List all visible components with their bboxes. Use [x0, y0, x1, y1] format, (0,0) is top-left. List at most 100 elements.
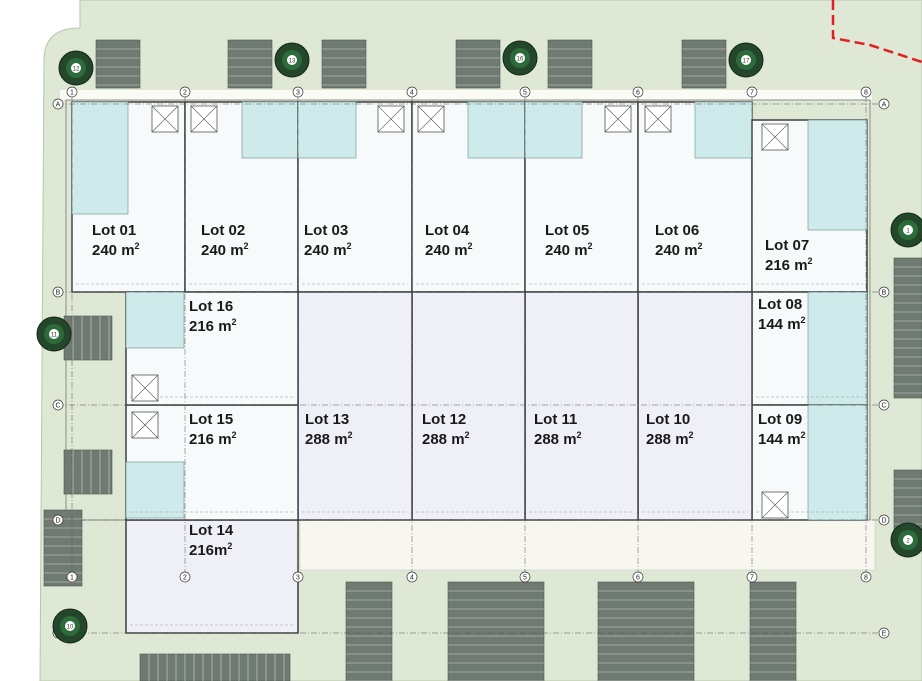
parking-bay-group-4 — [455, 39, 501, 89]
lot-04[interactable] — [411, 101, 526, 293]
lot-04-office-zone — [467, 101, 526, 159]
lot-11[interactable] — [524, 291, 639, 521]
lot-05[interactable] — [524, 101, 639, 293]
grid-axis-8: 88 — [860, 86, 872, 583]
svg-text:2: 2 — [906, 539, 910, 545]
svg-text:4: 4 — [410, 575, 414, 582]
lot-03[interactable] — [297, 101, 413, 293]
lot-01-area: 240 m2 — [92, 241, 140, 259]
lot-06[interactable] — [637, 101, 753, 293]
lot-labels: Lot 01 240 m2 Lot 02 240 m2 Lot 03 240 m2 Lot … — [92, 222, 813, 559]
lot-07-office-zone — [807, 119, 868, 231]
grid-axis-6: 66 — [632, 86, 644, 583]
tree-12: 12 — [58, 50, 94, 86]
lot-11-name: Lot 11 — [534, 411, 577, 428]
lot-13[interactable] — [297, 291, 413, 521]
lot-12-name: Lot 12 — [422, 411, 466, 428]
lot-01-name: Lot 01 — [92, 222, 136, 239]
lot-05-office-zone — [524, 101, 583, 159]
lot-01-office-zone — [71, 101, 129, 215]
tree-16: 16 — [502, 40, 538, 76]
svg-text:C: C — [55, 403, 60, 410]
svg-text:E: E — [882, 631, 887, 638]
parking-bay-group-11 — [447, 581, 545, 681]
lift-shaft-6 — [644, 105, 672, 133]
grid-axis-7: 77 — [746, 86, 758, 583]
lot-09-area: 144 m2 — [758, 430, 806, 448]
svg-text:12: 12 — [73, 67, 80, 73]
lot-02-name: Lot 02 — [201, 222, 245, 239]
svg-text:B: B — [56, 290, 61, 297]
tree-1: 1 — [890, 212, 922, 248]
lot-16-name: Lot 16 — [189, 298, 233, 315]
lift-shaft-7 — [761, 123, 789, 151]
lots-layer — [71, 101, 868, 634]
lot-08-name: Lot 08 — [758, 296, 802, 313]
lift-shaft-2 — [190, 105, 218, 133]
parking-bay-group-1 — [95, 39, 141, 89]
lot-10[interactable] — [637, 291, 753, 521]
lot-10-outline — [637, 291, 753, 521]
lot-10-name: Lot 10 — [646, 411, 690, 428]
lot-15-office-zone — [125, 461, 185, 519]
tree-2: 2 — [890, 522, 922, 558]
svg-text:1: 1 — [906, 229, 910, 235]
lot-01[interactable] — [71, 101, 186, 293]
lot-10-area: 288 m2 — [646, 430, 694, 448]
svg-text:13: 13 — [289, 59, 296, 65]
parking-bay-group-16 — [893, 469, 922, 531]
svg-text:D: D — [55, 518, 60, 525]
lot-14-outline — [125, 519, 299, 634]
grid-axis-4: 44 — [406, 86, 418, 583]
parking-bay-group-5 — [547, 39, 593, 89]
access-road — [60, 90, 872, 100]
svg-text:8: 8 — [864, 575, 868, 582]
parking-bay-group-3 — [321, 39, 367, 89]
lot-14[interactable] — [125, 519, 299, 634]
svg-text:1: 1 — [70, 575, 74, 582]
lot-06-name: Lot 06 — [655, 222, 699, 239]
lot-16-office-zone — [125, 291, 185, 349]
svg-text:B: B — [882, 290, 887, 297]
lot-12-area: 288 m2 — [422, 430, 470, 448]
lot-05-area: 240 m2 — [545, 241, 593, 259]
parking-bay-group-13 — [749, 581, 797, 681]
lot-08-office-zone — [807, 291, 868, 406]
svg-text:8: 8 — [864, 90, 868, 97]
lot-07-area: 216 m2 — [765, 256, 813, 274]
lift-shaft-4 — [417, 105, 445, 133]
parking-bay-group-7 — [63, 315, 113, 361]
svg-text:A: A — [882, 102, 887, 109]
lot-14-area: 216m2 — [189, 541, 232, 559]
lot-13-outline — [297, 291, 413, 521]
svg-text:A: A — [56, 102, 61, 109]
lot-07-name: Lot 07 — [765, 237, 809, 254]
tree-17: 17 — [728, 42, 764, 78]
grid-axes: 1122334455667788AABBCCDDEE — [52, 86, 890, 639]
lot-08[interactable] — [751, 291, 868, 406]
lot-14-name: Lot 14 — [189, 522, 234, 539]
lot-04-area: 240 m2 — [425, 241, 473, 259]
lift-shaft-3 — [377, 105, 405, 133]
parking-bay-group-15 — [893, 257, 922, 399]
lot-12[interactable] — [411, 291, 526, 521]
svg-text:7: 7 — [750, 575, 754, 582]
lot-09-office-zone — [807, 404, 868, 521]
lot-12-outline — [411, 291, 526, 521]
svg-text:3: 3 — [296, 575, 300, 582]
grid-axis-1: 11 — [66, 86, 78, 583]
lift-shaft-5 — [604, 105, 632, 133]
lot-03-name: Lot 03 — [304, 222, 348, 239]
lift-shaft-1 — [151, 105, 179, 133]
parking-bay-group-10 — [345, 581, 393, 681]
svg-text:5: 5 — [523, 90, 527, 97]
parking-bay-group-12 — [597, 581, 695, 681]
lot-15-name: Lot 15 — [189, 411, 233, 428]
parking-bay-group-8 — [63, 449, 113, 495]
parking-bay-group-14 — [139, 653, 291, 681]
